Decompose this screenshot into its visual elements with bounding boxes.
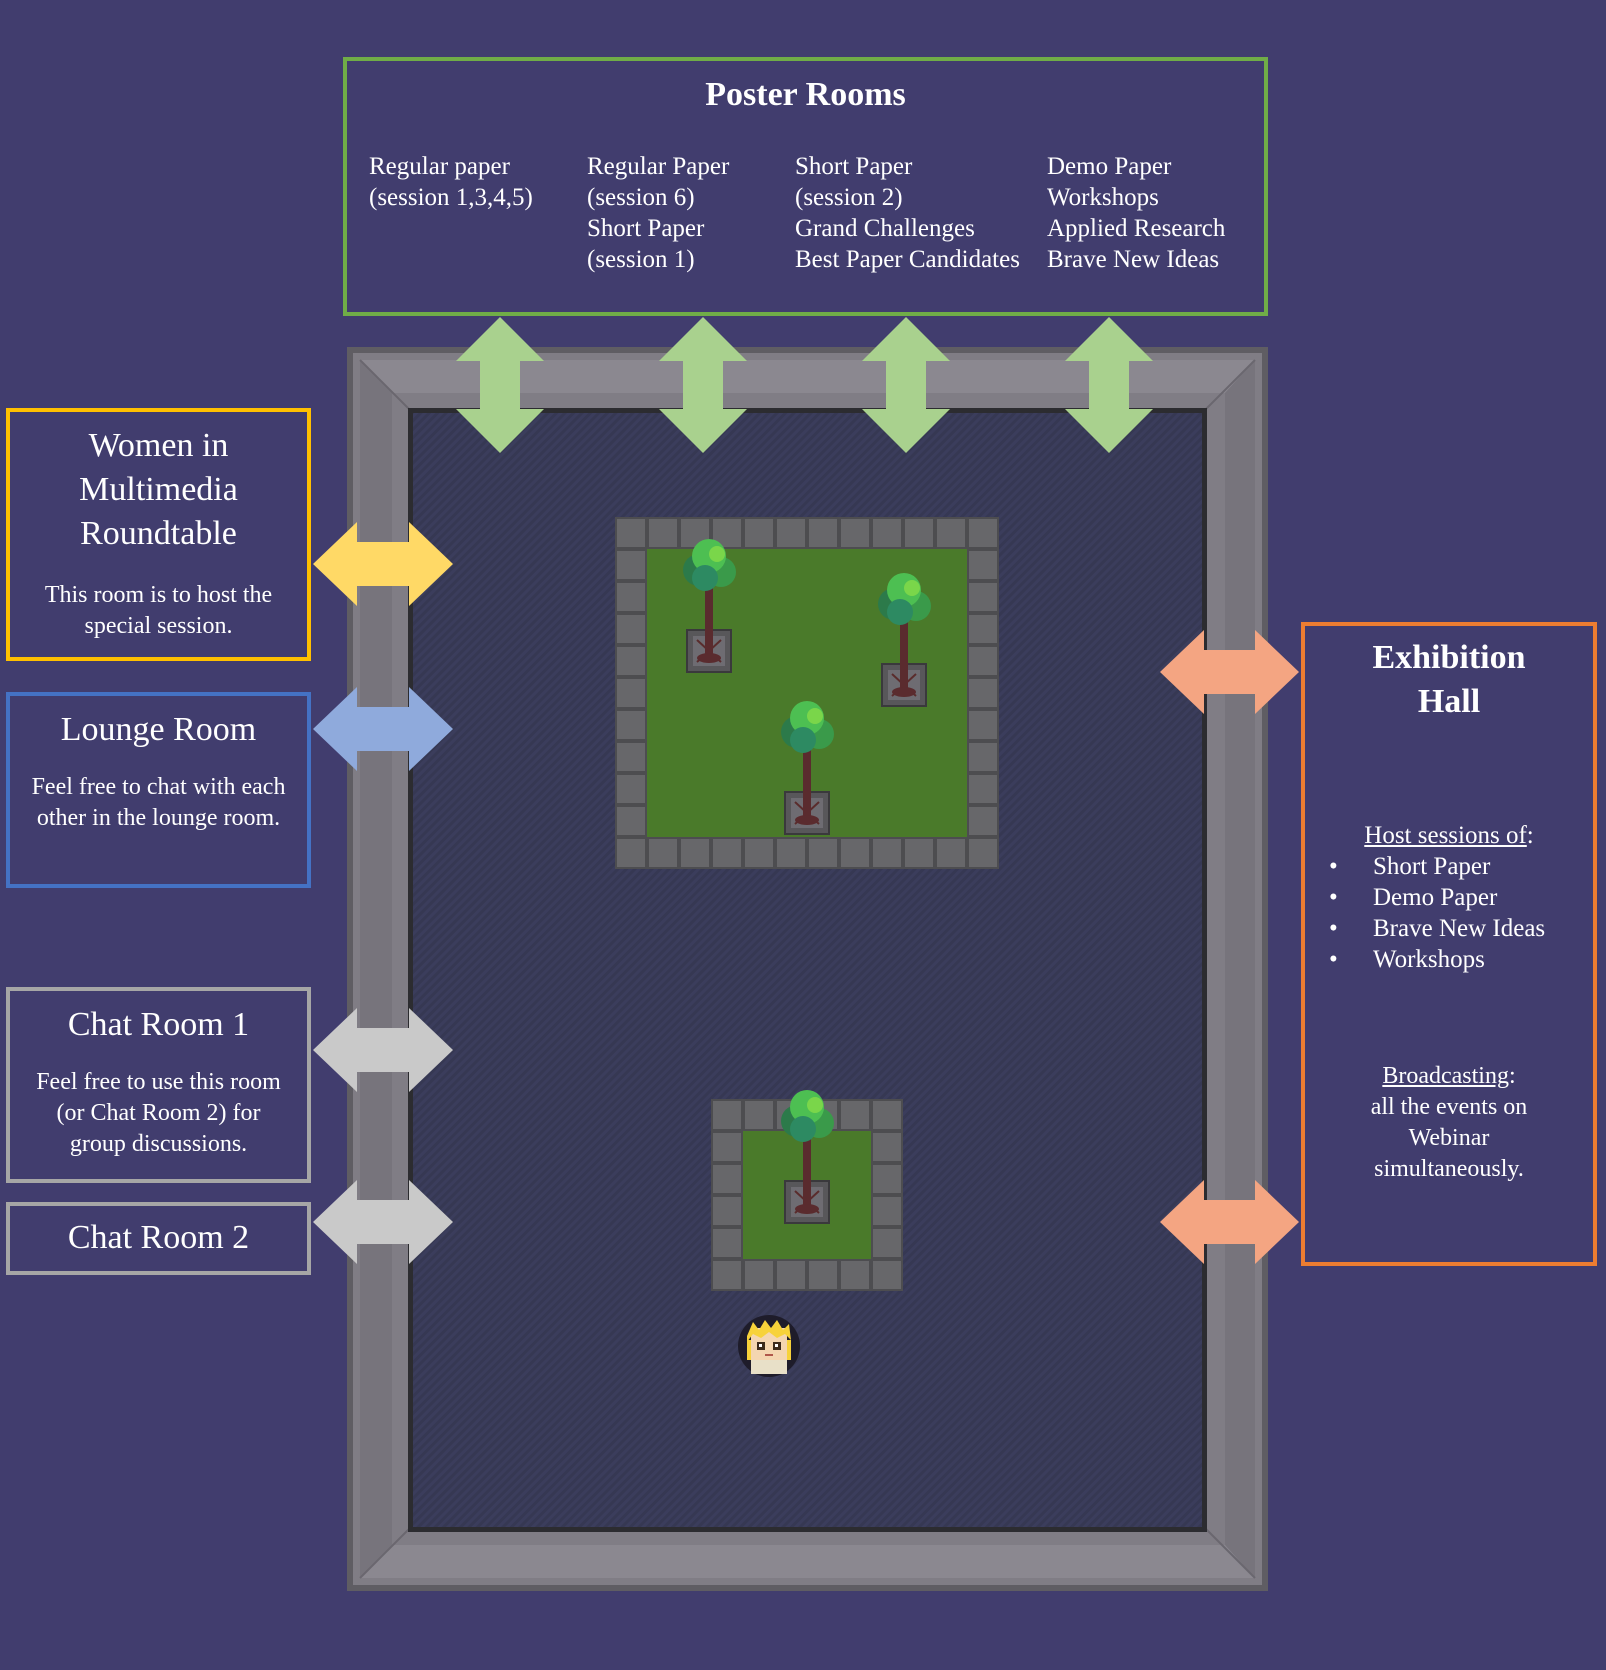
poster-line: Short Paper	[795, 153, 913, 180]
chat-room-1-box[interactable]: Chat Room 1 Feel free to use this room (…	[6, 987, 311, 1183]
lounge-room-desc: Feel free to chat with each other in the…	[31, 774, 286, 831]
chat-room-1-desc: Feel free to use this room (or Chat Room…	[36, 1069, 281, 1157]
poster-rooms-title: Poster Rooms	[705, 76, 906, 113]
host-sessions-label: Host sessions of:	[1364, 822, 1534, 849]
chat2-door-arrow	[313, 1180, 453, 1264]
host-session-item: Brave New Ideas	[1305, 913, 1593, 944]
blonde-player-avatar-icon[interactable]	[737, 1314, 801, 1378]
poster-column-1: Regular paper (session 1,3,4,5)	[369, 151, 533, 213]
poster-line: (session 2)	[795, 184, 903, 211]
poster-door-arrows	[456, 317, 1153, 453]
poster-column-3: Short Paper (session 2) Grand Challenges…	[795, 151, 1020, 275]
poster-line: Regular paper	[369, 153, 510, 180]
poster-line: Demo Paper	[1047, 153, 1172, 180]
exhibition-door-arrow-upper	[1160, 630, 1299, 714]
women-roundtable-desc: This room is to host the special session…	[44, 582, 273, 639]
women-roundtable-box[interactable]: Women in Multimedia Roundtable This room…	[6, 408, 311, 661]
poster-line: Applied Research	[1047, 215, 1226, 242]
chat-room-2-box[interactable]: Chat Room 2	[6, 1202, 311, 1275]
lounge-room-title: Lounge Room	[60, 711, 257, 748]
poster-line: (session 6)	[587, 184, 695, 211]
host-session-item: Demo Paper	[1305, 882, 1593, 913]
broadcasting-label-text: Broadcasting	[1382, 1063, 1509, 1089]
host-session-item: Short Paper	[1305, 851, 1593, 882]
poster-line: Short Paper	[587, 215, 705, 242]
lounge-door-arrow	[313, 687, 453, 771]
poster-column-4: Demo Paper Workshops Applied Research Br…	[1047, 151, 1225, 275]
women-roundtable-title: Women in Multimedia Roundtable	[79, 427, 238, 552]
chat1-door-arrow	[313, 1008, 453, 1092]
exhibition-hall-title: Exhibition Hall	[1372, 639, 1526, 720]
broadcasting-text: all the events on Webinar simultaneously…	[1370, 1094, 1528, 1182]
poster-line: Brave New Ideas	[1047, 246, 1220, 273]
chat-room-2-title: Chat Room 2	[67, 1219, 250, 1256]
broadcasting-label: Broadcasting:	[1382, 1063, 1516, 1089]
poster-column-2: Regular Paper (session 6) Short Paper (s…	[587, 151, 729, 275]
host-session-item: Workshops	[1305, 944, 1593, 975]
chat-room-1-title: Chat Room 1	[67, 1006, 250, 1043]
poster-line: Workshops	[1047, 184, 1159, 211]
host-sessions-label-text: Host sessions of	[1364, 822, 1527, 849]
poster-line: Regular Paper	[587, 153, 730, 180]
host-sessions-list: Short Paper Demo Paper Brave New Ideas W…	[1305, 851, 1593, 975]
poster-line: (session 1,3,4,5)	[369, 184, 533, 211]
lounge-room-box[interactable]: Lounge Room Feel free to chat with each …	[6, 692, 311, 888]
poster-rooms-box[interactable]: Poster Rooms Regular paper (session 1,3,…	[343, 57, 1268, 316]
poster-line: (session 1)	[587, 246, 695, 273]
exhibition-hall-box[interactable]: Exhibition Hall Host sessions of: Short …	[1301, 622, 1597, 1266]
women-door-arrow	[313, 522, 453, 606]
poster-line: Best Paper Candidates	[795, 246, 1020, 273]
poster-line: Grand Challenges	[795, 215, 975, 242]
exhibition-door-arrow-lower	[1160, 1180, 1299, 1264]
